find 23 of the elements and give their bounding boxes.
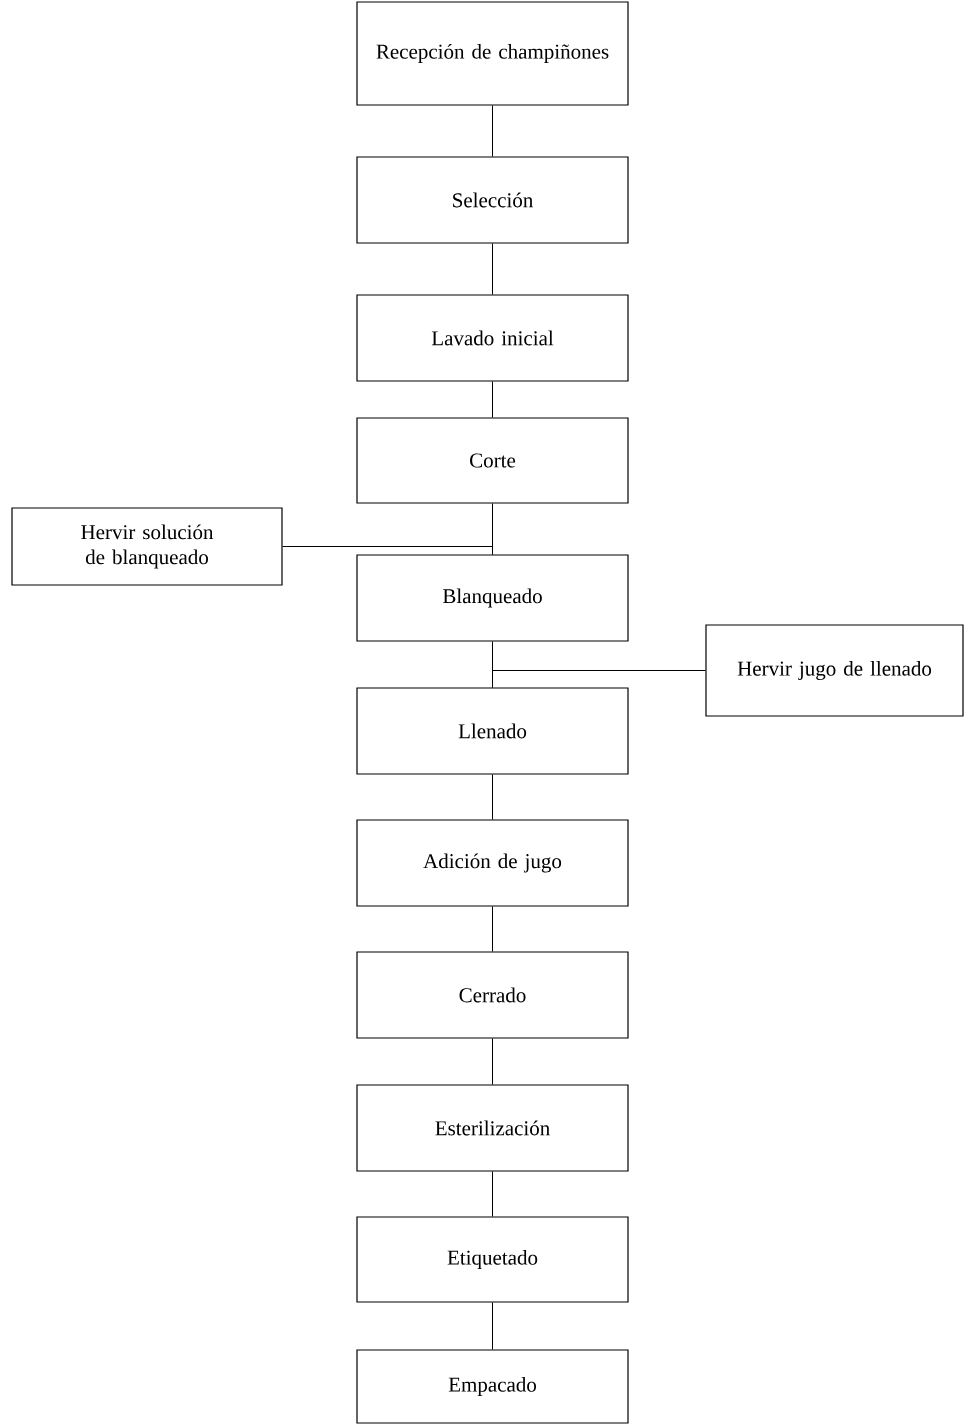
connector-line: [492, 381, 493, 418]
process-box: Cerrado: [356, 951, 629, 1039]
process-box: Empacado: [356, 1349, 629, 1424]
process-box: Esterilización: [356, 1084, 629, 1172]
process-box: Adición de jugo: [356, 819, 629, 907]
process-box: Lavado inicial: [356, 294, 629, 382]
connector-line: [282, 546, 493, 555]
connector-line: [492, 670, 706, 688]
connector-line: [492, 774, 493, 820]
process-box: Hervir solución de blanqueado: [11, 507, 283, 586]
process-box: Etiquetado: [356, 1216, 629, 1303]
process-box: Recepción de champiñones: [356, 1, 629, 106]
process-box: Corte: [356, 417, 629, 504]
connector-line: [492, 105, 493, 157]
process-box: Hervir jugo de llenado: [705, 624, 964, 717]
process-box: Llenado: [356, 687, 629, 775]
connector-line: [492, 1302, 493, 1350]
connector-line: [492, 1171, 493, 1217]
connector-line: [492, 243, 493, 295]
connector-line: [492, 906, 493, 952]
process-box: Blanqueado: [356, 554, 629, 642]
process-box: Selección: [356, 156, 629, 244]
connector-line: [492, 1038, 493, 1085]
